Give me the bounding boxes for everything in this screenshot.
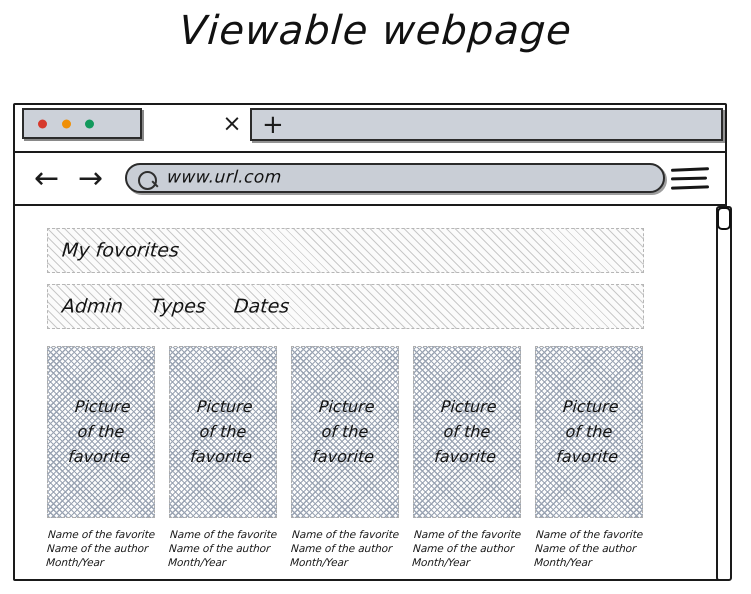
favorite-card[interactable]: Picture of the favorite Name of the favo… [46, 346, 157, 571]
favorite-card-author: Name of the author [412, 543, 515, 556]
page-title: Viewable webpage [177, 8, 574, 54]
favorite-card-name: Name of the favorite [413, 529, 522, 541]
favorite-card[interactable]: Picture of the favorite Name of the favo… [168, 346, 279, 571]
favorite-card-name: Name of the favorite [169, 529, 278, 541]
favorite-card-image-label: Picture of the favorite [311, 396, 376, 466]
favorite-card-image-label: Picture of the favorite [555, 396, 620, 466]
nav-item-types[interactable]: Types [149, 295, 207, 318]
favorite-card-image-placeholder[interactable]: Picture of the favorite [535, 346, 643, 518]
browser-tab-active[interactable] [22, 108, 142, 139]
scrollbar-track[interactable] [716, 206, 732, 581]
favorite-card-author: Name of the author [46, 543, 149, 556]
nav-item-admin[interactable]: Admin [61, 295, 124, 318]
window-minimize-dot-icon[interactable] [62, 119, 71, 128]
page-header-bar: My fovorites [47, 228, 644, 273]
favorite-card-image-placeholder[interactable]: Picture of the favorite [291, 346, 399, 518]
search-icon [138, 171, 157, 190]
favorite-card-author: Name of the author [168, 543, 271, 556]
menu-line-1 [670, 166, 710, 171]
favorite-card-caption: Name of the favorite Name of the author … [412, 528, 523, 571]
favorite-card-author: Name of the author [534, 543, 637, 556]
browser-window-mockup: × + ← → www.url.com My fovorites Admin T… [13, 103, 727, 581]
favorite-card[interactable]: Picture of the favorite Name of the favo… [290, 346, 401, 571]
favorite-card-caption: Name of the favorite Name of the author … [290, 528, 401, 571]
favorite-card-caption: Name of the favorite Name of the author … [168, 528, 279, 571]
favorite-card-image-label: Picture of the favorite [67, 396, 132, 466]
favorite-card-caption: Name of the favorite Name of the author … [46, 528, 157, 571]
menu-line-2 [670, 176, 708, 180]
hamburger-menu-icon[interactable] [670, 166, 710, 191]
back-arrow-icon[interactable]: ← [34, 160, 60, 196]
new-tab-button[interactable]: + [250, 108, 723, 141]
nav-items: Admin Types Dates [61, 295, 291, 318]
menu-line-3 [670, 184, 710, 189]
favorite-card-caption: Name of the favorite Name of the author … [534, 528, 645, 571]
window-close-dot-icon[interactable] [38, 119, 47, 128]
favorite-card-name: Name of the favorite [47, 529, 156, 541]
favorite-card-date: Month/Year [167, 557, 227, 570]
favorite-card-image-placeholder[interactable]: Picture of the favorite [47, 346, 155, 518]
favorite-card-image-placeholder[interactable]: Picture of the favorite [169, 346, 277, 518]
scrollbar-thumb[interactable] [717, 207, 731, 230]
close-tab-icon[interactable]: × [222, 111, 242, 137]
plus-icon: + [262, 109, 284, 140]
page-header-title: My fovorites [61, 239, 180, 262]
favorite-card-date: Month/Year [45, 557, 105, 570]
url-input[interactable]: www.url.com [125, 163, 665, 193]
favorite-card-name: Name of the favorite [535, 529, 644, 541]
browser-tab-strip: × + [15, 105, 725, 153]
favorite-card-date: Month/Year [411, 557, 471, 570]
favorite-card-date: Month/Year [289, 557, 349, 570]
vertical-scrollbar[interactable] [714, 103, 734, 584]
page-nav-bar: Admin Types Dates [47, 284, 644, 329]
favorite-card-image-label: Picture of the favorite [433, 396, 498, 466]
favorite-card-author: Name of the author [290, 543, 393, 556]
favorite-card-image-label: Picture of the favorite [189, 396, 254, 466]
page-viewport: My fovorites Admin Types Dates Picture o… [15, 206, 725, 579]
browser-toolbar: ← → www.url.com [15, 153, 725, 206]
nav-item-dates[interactable]: Dates [232, 295, 291, 318]
url-text: www.url.com [166, 167, 283, 188]
forward-arrow-icon[interactable]: → [78, 160, 104, 196]
favorite-card-image-placeholder[interactable]: Picture of the favorite [413, 346, 521, 518]
favorite-card[interactable]: Picture of the favorite Name of the favo… [534, 346, 645, 571]
favorite-card-name: Name of the favorite [291, 529, 400, 541]
favorite-card-date: Month/Year [533, 557, 593, 570]
favorites-card-grid: Picture of the favorite Name of the favo… [46, 346, 707, 571]
window-maximize-dot-icon[interactable] [85, 119, 94, 128]
favorite-card[interactable]: Picture of the favorite Name of the favo… [412, 346, 523, 571]
